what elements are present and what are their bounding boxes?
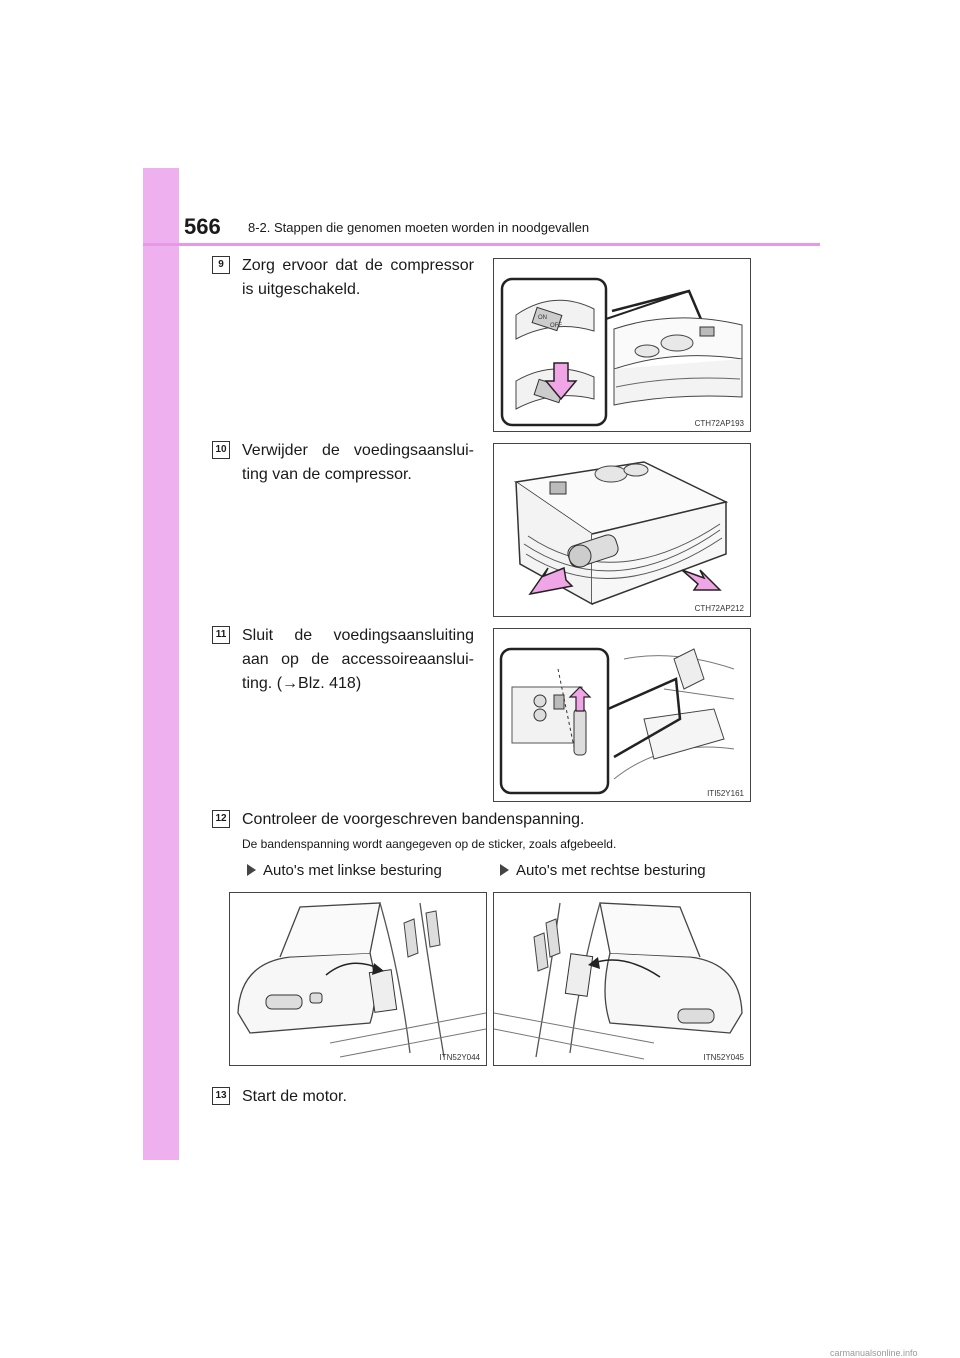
figure-tire-sticker-left: ITN52Y044 (229, 892, 487, 1066)
variant-right-hand-drive: Auto's met rechtse besturing (500, 862, 706, 879)
tire-sticker-right-illustration (494, 902, 743, 1060)
figure-accessory-socket: ITI52Y161 (493, 628, 751, 802)
figure-code: ITN52Y045 (703, 1053, 744, 1062)
figure-code: CTH72AP193 (694, 419, 744, 428)
step-9-text: Zorg ervoor dat de compressor is uitgesc… (242, 254, 474, 302)
variant-left-hand-drive: Auto's met linkse besturing (247, 862, 442, 879)
step-9-line-1: Zorg ervoor dat de compressor (242, 257, 474, 274)
step-12-note: De bandenspanning wordt aangegeven op de… (242, 837, 617, 851)
step-12-text: Controleer de voorgeschreven bandenspann… (242, 811, 585, 828)
tire-sticker-left-illustration (237, 902, 486, 1058)
page-number: 566 (184, 214, 221, 239)
variant-left-label: Auto's met linkse besturing (263, 862, 442, 879)
step-10-line-1: Verwijder de voedingsaanslui- (242, 442, 474, 459)
switch-on-label: ON (538, 315, 547, 321)
chapter-sidebar-tab (143, 168, 179, 1160)
accessory-socket-illustration (499, 647, 735, 795)
step-number-13: 13 (212, 1087, 230, 1105)
step-number-10: 10 (212, 441, 230, 459)
step-number-12: 12 (212, 810, 230, 828)
header-rule (143, 243, 820, 246)
compressor-switch-illustration: ON OFF (500, 277, 743, 427)
step-9-line-2: is uitgeschakeld. (242, 281, 361, 298)
step-10-text: Verwijder de voedingsaanslui- ting van d… (242, 439, 474, 487)
step-number-9: 9 (212, 256, 230, 274)
power-plug-illustration (514, 461, 729, 606)
figure-compressor-power-plug: CTH72AP212 (493, 443, 751, 617)
triangle-bullet-icon (500, 864, 509, 876)
step-11-line-2: aan op de accessoireaanslui- (242, 651, 474, 668)
step-11-line-1: Sluit de voedingsaansluiting (242, 627, 474, 644)
figure-code: ITN52Y044 (439, 1053, 480, 1062)
triangle-bullet-icon (247, 864, 256, 876)
step-10-line-2: ting van de compressor. (242, 466, 412, 483)
step-11-text: Sluit de voedingsaansluiting aan op de a… (242, 624, 474, 696)
step-number-11: 11 (212, 626, 230, 644)
switch-off-label: OFF (550, 323, 562, 329)
figure-compressor-switch: ON OFF CTH72AP193 (493, 258, 751, 432)
figure-tire-sticker-right: ITN52Y045 (493, 892, 751, 1066)
step-13-text: Start de motor. (242, 1088, 347, 1105)
step-11-line-3: ting. (→Blz. 418) (242, 675, 362, 692)
section-title: 8-2. Stappen die genomen moeten worden i… (248, 220, 590, 235)
variant-right-label: Auto's met rechtse besturing (516, 862, 706, 879)
watermark: carmanualsonline.info (830, 1348, 918, 1358)
figure-code: CTH72AP212 (694, 604, 744, 613)
figure-code: ITI52Y161 (707, 789, 744, 798)
